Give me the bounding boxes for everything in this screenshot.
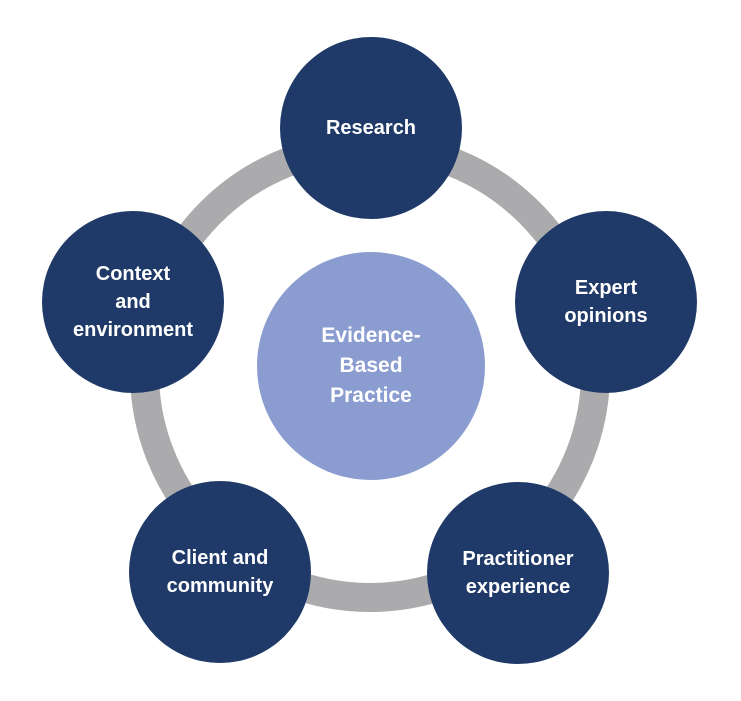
node-client-and-community: Client and community — [129, 481, 311, 663]
node-research-label: Research — [325, 117, 417, 139]
node-research: Research — [280, 37, 462, 219]
node-expert-opinions: Expert opinions — [515, 211, 697, 393]
node-practitioner-experience: Practitioner experience — [427, 482, 609, 664]
center-circle-label: Evidence- Based Practice — [321, 324, 421, 407]
node-client-and-community-label: Client and community — [166, 547, 274, 597]
node-practitioner-experience-label: Practitioner experience — [462, 548, 574, 598]
node-context-and-environment-label: Context and environment — [72, 263, 194, 341]
center-circle-evidence-based-practice: Evidence- Based Practice — [257, 252, 485, 480]
node-context-and-environment: Context and environment — [42, 211, 224, 393]
node-expert-opinions-label: Expert opinions — [564, 277, 648, 327]
